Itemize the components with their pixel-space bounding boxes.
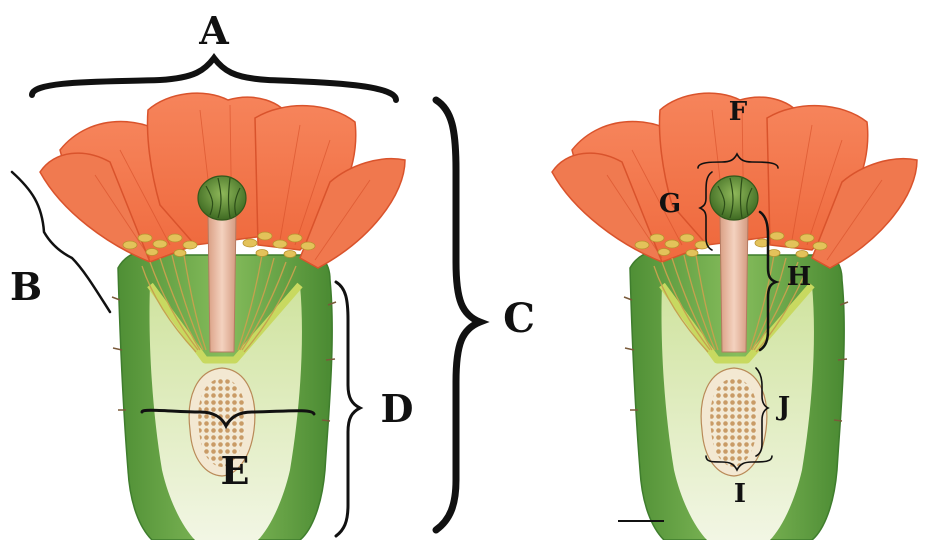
- label-i: I: [734, 479, 746, 509]
- label-a: A: [198, 8, 229, 53]
- label-j: J: [776, 392, 790, 422]
- label-f: F: [729, 97, 748, 127]
- label-d: D: [381, 386, 414, 431]
- bracket-d: [336, 282, 360, 536]
- label-c: C: [503, 295, 535, 342]
- bracket-c: [436, 100, 480, 530]
- label-h: H: [787, 262, 812, 292]
- label-b: B: [10, 264, 42, 309]
- bracket-a: [32, 58, 396, 100]
- label-e: E: [221, 448, 250, 493]
- label-g: G: [659, 189, 681, 219]
- flower-illustration-right: [552, 93, 917, 540]
